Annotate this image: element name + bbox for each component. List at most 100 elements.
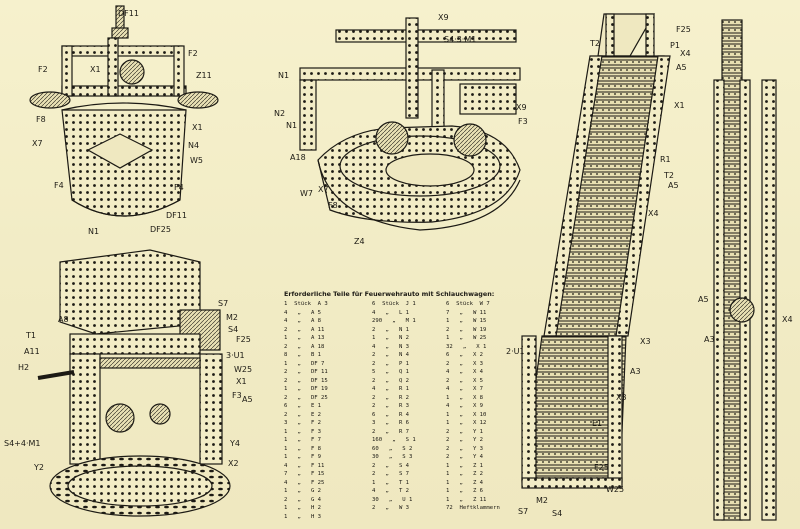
parts-row: 1 „ F 9	[284, 454, 322, 460]
label: F2	[188, 49, 198, 58]
label: X4	[782, 315, 793, 324]
label: DF11	[118, 9, 139, 18]
parts-row: 2 „ G 4	[284, 496, 322, 503]
parts-row: 1 „ W 15	[446, 318, 487, 324]
label: 3·U1	[226, 351, 245, 360]
parts-row: 72 Heftklammern	[446, 505, 500, 511]
crank-base-drawing	[37, 249, 231, 517]
parts-row: 1 „ G 2	[284, 488, 322, 494]
parts-row: 2 „ R 3	[372, 403, 410, 409]
label: F8	[328, 201, 338, 210]
parts-row: 3 „ F 2	[284, 420, 322, 426]
label: DF25	[150, 225, 171, 234]
label: X9	[438, 13, 449, 22]
label: A5	[242, 395, 253, 404]
parts-row: 2 „ X 5	[446, 377, 484, 384]
label: X7	[32, 139, 43, 148]
label: M2	[536, 496, 548, 505]
label: N2	[274, 109, 285, 118]
parts-row: 160 „ S 1	[372, 437, 416, 443]
parts-row: 6 „ E 1	[284, 403, 322, 409]
parts-row: 7 „ F 15	[284, 471, 325, 477]
parts-row: 4 „ F 25	[284, 479, 325, 486]
label: F25	[594, 463, 609, 472]
parts-row: 8 „ B 1	[284, 352, 322, 358]
label: X2	[228, 459, 239, 468]
parts-row: 2 „ W 19	[446, 326, 487, 333]
label: S4+4·M1	[4, 439, 41, 448]
label: N1	[88, 227, 99, 236]
parts-column-1: 1 Stück A 3 4 „ A 5 4 „ A 8 2 „ A 11 1 „…	[284, 300, 368, 521]
parts-row: 2 „ R 7	[372, 428, 410, 435]
label: 2·U1	[506, 347, 525, 356]
parts-row: 1 „ X 10	[446, 411, 487, 418]
parts-row: 1 „ H 3	[284, 513, 322, 520]
parts-row: 6 „ X 2	[446, 352, 484, 358]
parts-row: 2 „ Y 2	[446, 437, 484, 443]
parts-row: 4 „ A 8	[284, 318, 322, 324]
label: F2	[38, 65, 48, 74]
label: S4	[228, 325, 238, 334]
parts-row: 4 „ T 2	[372, 488, 410, 494]
part-labels: DF11 F2 F2 Z11 X1 X1 F8 X7 N4 W5 F4 F4 D…	[4, 9, 793, 518]
label: Y4	[229, 439, 240, 448]
parts-row: 1 „ F 8	[284, 445, 322, 452]
label: W5	[190, 156, 203, 165]
parts-row: 2 „ S 7	[372, 471, 410, 477]
label: N1	[286, 121, 297, 130]
label: S7	[218, 299, 228, 308]
label: T1	[25, 331, 36, 340]
parts-row: 7 „ W 11	[446, 309, 487, 316]
label: S4	[552, 509, 562, 518]
parts-list: Erforderliche Teile für Feuerwehrauto mi…	[284, 290, 524, 521]
label: A5	[668, 181, 679, 190]
parts-row: 2 „ E 2	[284, 411, 322, 418]
label: X1	[236, 377, 247, 386]
label: F4	[174, 183, 184, 192]
parts-row: 2 „ DF 25	[284, 394, 328, 401]
parts-row: 4 „ X 9	[446, 403, 484, 409]
label: X3	[640, 337, 651, 346]
parts-row: 2 „ N 1	[372, 326, 410, 333]
parts-row: 4 „ N 3	[372, 343, 410, 350]
parts-row: 1 „ DF 7	[284, 360, 325, 367]
parts-row: 1 „ H 2	[284, 505, 322, 511]
parts-row: 1 „ A 13	[284, 335, 325, 341]
label: X7	[318, 185, 329, 194]
label: DF11	[166, 211, 187, 220]
parts-row: 1 „ T 1	[372, 479, 410, 486]
parts-row: 2 „ S 4	[372, 462, 410, 469]
parts-row: 1 „ Z 6	[446, 488, 484, 494]
label: A11	[24, 347, 40, 356]
parts-columns: 1 Stück A 3 4 „ A 5 4 „ A 8 2 „ A 11 1 „…	[284, 300, 524, 521]
label: X3	[616, 393, 627, 402]
parts-row: 3 „ R 6	[372, 420, 410, 426]
label: T2	[589, 39, 600, 48]
label: X4	[680, 49, 691, 58]
label: A3	[704, 335, 715, 344]
label: N1	[278, 71, 289, 80]
parts-row: 2 „ Q 2	[372, 377, 410, 384]
hose-reel-drawing	[299, 17, 521, 231]
parts-row: 1 „ Z 2	[446, 471, 484, 477]
parts-row: 30 „ U 1	[372, 496, 413, 503]
label: W25	[606, 485, 624, 494]
parts-row: 4 „ X 7	[446, 386, 484, 392]
parts-row: 1 „ DF 19	[284, 386, 328, 392]
parts-row: 6 Stück J 1	[372, 301, 416, 307]
label: Z4	[354, 237, 365, 246]
parts-row: 1 „ F 7	[284, 437, 322, 443]
turntable-drawing	[29, 5, 219, 217]
label: A5	[698, 295, 709, 304]
label: N4	[188, 141, 199, 150]
label: T2	[663, 171, 674, 180]
parts-row: 2 „ R 2	[372, 394, 410, 401]
parts-row: 1 „ F 3	[284, 428, 322, 435]
label: W7	[300, 189, 313, 198]
label: X1	[192, 123, 203, 132]
parts-row: 1 „ N 2	[372, 335, 410, 341]
parts-row: 2 „ P 1	[372, 360, 410, 367]
ladder-drawing	[521, 13, 671, 489]
label: F25	[676, 25, 691, 34]
